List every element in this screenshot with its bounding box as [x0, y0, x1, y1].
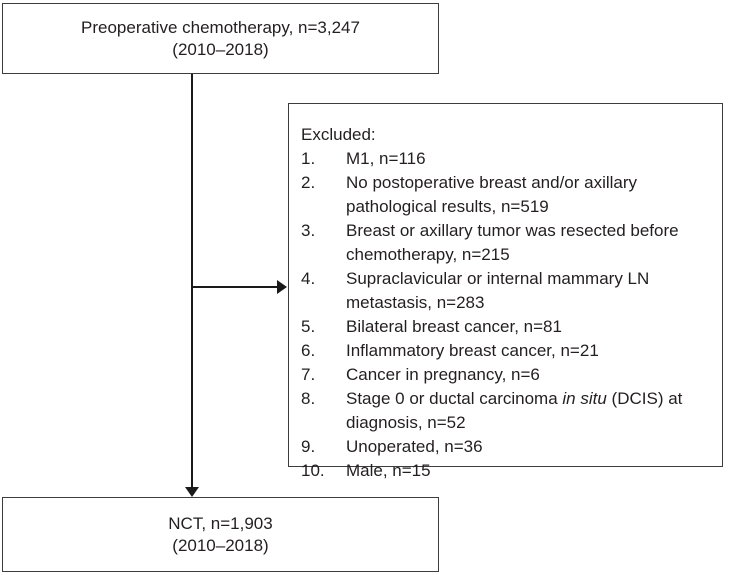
excluded-item-number: 7. — [301, 365, 316, 384]
excluded-item-text: M1, n=116 — [346, 149, 426, 168]
enrollment-box-line2: (2010–2018) — [172, 39, 269, 59]
right-connector-line — [192, 286, 278, 288]
excluded-item-number: 6. — [301, 341, 316, 360]
excluded-item-4: 4. Supraclavicular or internal mammary L… — [301, 267, 716, 315]
excluded-item-number: 9. — [301, 437, 316, 456]
excluded-item-6: 6. Inflammatory breast cancer, n=21 — [301, 339, 716, 363]
excluded-item-10: 10. Male, n=15 — [301, 459, 716, 483]
excluded-item-7: 7. Cancer in pregnancy, n=6 — [301, 363, 716, 387]
excluded-item-8: 8. Stage 0 or ductal carcinoma in situ (… — [301, 387, 716, 435]
excluded-item-text: Supraclavicular or internal mammary LN m… — [346, 269, 650, 312]
excluded-item-text-pre: Stage 0 or ductal carcinoma — [346, 389, 563, 408]
excluded-item-number: 10. — [301, 461, 325, 480]
excluded-box: Excluded: 1. M1, n=116 2. No postoperati… — [288, 103, 723, 480]
excluded-item-text: Male, n=15 — [346, 461, 431, 480]
excluded-item-2: 2. No postoperative breast and/or axilla… — [301, 171, 716, 219]
excluded-item-text-italic: in situ — [562, 389, 607, 408]
excluded-item-number: 5. — [301, 317, 316, 336]
enrollment-box: Preoperative chemotherapy, n=3,247 (2010… — [2, 3, 439, 74]
excluded-item-text-post: (DCIS) at diagnosis, n=52 — [346, 389, 683, 432]
excluded-item-text: No postoperative breast and/or axillary … — [346, 173, 638, 216]
excluded-item-9: 9. Unoperated, n=36 — [301, 435, 716, 459]
result-box-line2: (2010–2018) — [172, 535, 269, 555]
excluded-item-text: Cancer in pregnancy, n=6 — [346, 365, 540, 384]
excluded-item-text: Inflammatory breast cancer, n=21 — [346, 341, 599, 360]
excluded-item-text: Breast or axillary tumor was resected be… — [346, 221, 679, 264]
enrollment-box-line1: Preoperative chemotherapy, n=3,247 — [81, 17, 360, 37]
down-connector-line — [191, 74, 193, 488]
excluded-item-number: 8. — [301, 389, 316, 408]
excluded-item-number: 2. — [301, 173, 316, 192]
right-arrowhead-icon — [277, 280, 287, 294]
down-arrowhead-icon — [185, 487, 199, 497]
excluded-item-number: 4. — [301, 269, 316, 288]
excluded-item-number: 3. — [301, 221, 316, 240]
excluded-item-number: 1. — [301, 149, 316, 168]
excluded-item-1: 1. M1, n=116 — [301, 147, 716, 171]
excluded-item-5: 5. Bilateral breast cancer, n=81 — [301, 315, 716, 339]
result-box: NCT, n=1,903 (2010–2018) — [2, 497, 439, 572]
result-box-line1: NCT, n=1,903 — [168, 513, 273, 533]
excluded-item-3: 3. Breast or axillary tumor was resected… — [301, 219, 716, 267]
excluded-item-text: Bilateral breast cancer, n=81 — [346, 317, 562, 336]
excluded-heading: Excluded: — [301, 125, 376, 144]
excluded-item-text: Unoperated, n=36 — [346, 437, 483, 456]
excluded-item-text: Stage 0 or ductal carcinoma in situ (DCI… — [346, 387, 716, 435]
